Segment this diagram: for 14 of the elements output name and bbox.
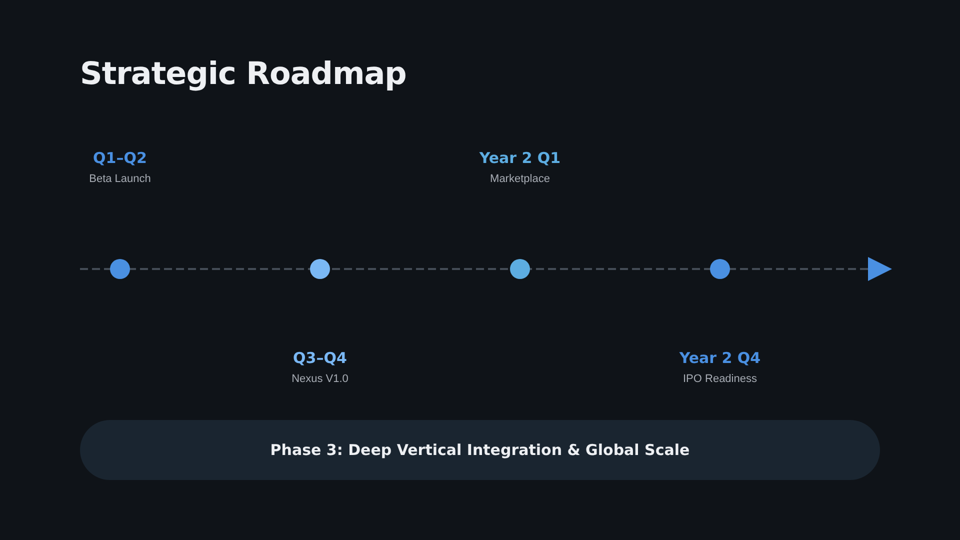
- milestone-period: Q1–Q2: [93, 149, 147, 167]
- milestone-dot: [310, 259, 330, 279]
- milestone-period: Q3–Q4: [293, 349, 347, 367]
- milestone-description: Marketplace: [490, 173, 550, 185]
- milestone-period: Year 2 Q1: [479, 149, 561, 167]
- milestone-description: IPO Readiness: [683, 373, 757, 385]
- milestone-period: Year 2 Q4: [679, 349, 761, 367]
- title: Strategic Roadmap: [80, 56, 406, 92]
- milestone-dot: [110, 259, 130, 279]
- milestone-dot: [510, 259, 530, 279]
- banner-text: Phase 3: Deep Vertical Integration & Global Scale: [270, 441, 690, 459]
- milestone-dot: [710, 259, 730, 279]
- milestone-description: Beta Launch: [89, 173, 151, 185]
- milestone-description: Nexus V1.0: [292, 373, 348, 385]
